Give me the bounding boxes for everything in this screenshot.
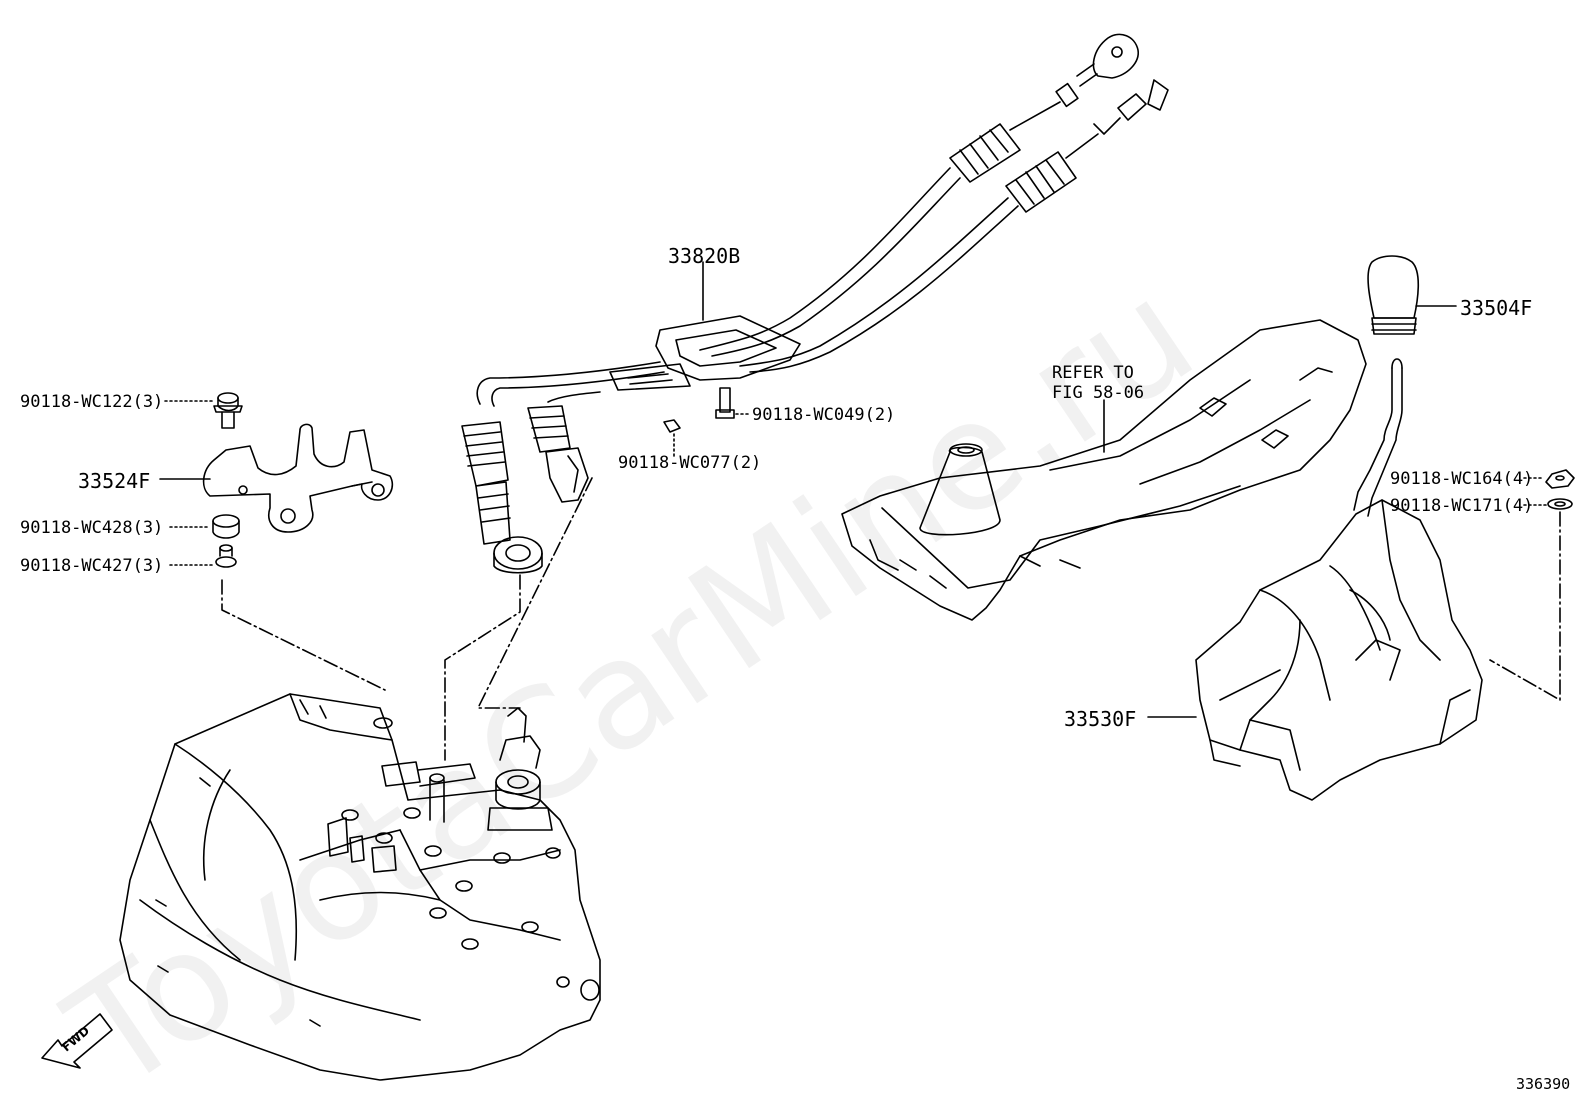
bushing-wc428-graphic	[212, 514, 240, 539]
bracket-33524f	[202, 423, 394, 533]
console-boot	[841, 319, 1367, 621]
callout-90118-wc171: 90118-WC171(4)	[1390, 496, 1534, 516]
callout-90118-wc122: 90118-WC122(3)	[20, 392, 164, 412]
callout-33524f: 33524F	[78, 469, 151, 493]
bolt-wc049-graphic	[715, 387, 735, 419]
figure-number: 336390	[1516, 1075, 1571, 1093]
leader-to-transmission-mid	[444, 574, 521, 761]
callout-90118-wc428: 90118-WC428(3)	[20, 518, 164, 538]
callout-33530f: 33530F	[1064, 707, 1137, 731]
shift-lever-housing-33530f	[1195, 358, 1483, 801]
callout-33504f: 33504F	[1460, 296, 1533, 320]
callout-90118-wc427: 90118-WC427(3)	[20, 556, 164, 576]
bolt-wc122-graphic	[213, 392, 243, 429]
leader-wc171-to-housing	[1489, 511, 1561, 701]
refer-to-label: REFER TO	[1052, 363, 1134, 383]
callout-33820b: 33820B	[668, 244, 741, 268]
clip-wc077-graphic	[663, 419, 681, 433]
callout-90118-wc049: 90118-WC049(2)	[752, 405, 896, 425]
collar-wc427-graphic	[215, 544, 237, 568]
shift-knob-33504f	[1367, 255, 1420, 335]
leader-to-transmission-left	[221, 579, 386, 691]
transmission-case	[119, 693, 601, 1081]
washer-wc171-graphic	[1547, 498, 1573, 510]
leader-to-transmission-right	[477, 477, 593, 709]
shift-cable-assembly	[461, 33, 1169, 574]
refer-figure-label: FIG 58-06	[1052, 383, 1145, 403]
callout-90118-wc164: 90118-WC164(4)	[1390, 469, 1534, 489]
callout-90118-wc077: 90118-WC077(2)	[618, 453, 762, 473]
fwd-arrow-icon	[41, 1013, 113, 1069]
nut-wc164-graphic	[1545, 469, 1575, 489]
